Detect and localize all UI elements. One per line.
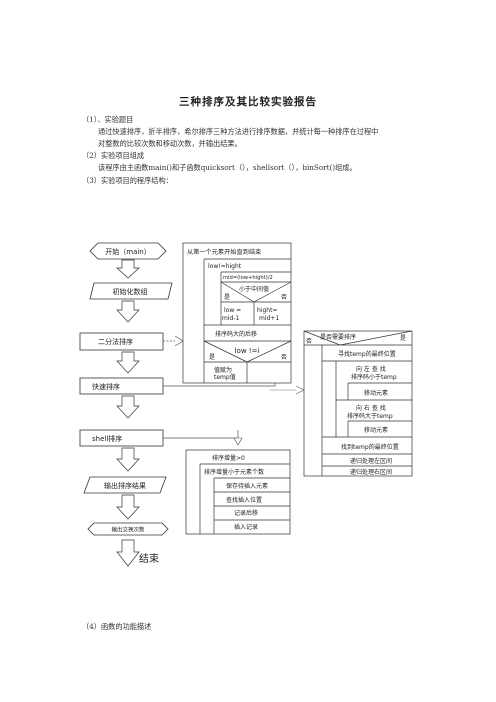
init-label: 初始化数组 <box>113 287 148 296</box>
main-flow: 开始（main） 初始化数组 二分法排序 快速排序 shell排序 <box>79 242 173 567</box>
section-4-heading: （4）函数的功能描述 <box>82 622 152 631</box>
cond-yes: 是 <box>224 294 230 301</box>
while-label: low!=hight <box>208 263 242 270</box>
section-1-heading: （1）、实验题目 <box>82 115 134 124</box>
quick-cond-yes: 是 <box>400 335 406 342</box>
assign-a: 值赋为 <box>214 366 232 374</box>
flow-arrow <box>116 395 140 419</box>
flow-arrow <box>116 494 140 520</box>
mid-label: mid=(low+hight)/2 <box>223 275 273 281</box>
shell-step-3: 记录后移 <box>234 509 258 517</box>
cond-label: 小于中间值 <box>239 285 269 293</box>
section-3-heading: （3）实验项目的程序结构： <box>82 176 173 185</box>
binsort-loop-label: 从第一个元素开始直到结束 <box>187 248 261 256</box>
section-1-body-line-2: 对整数的比较次数和移动次数，并输出结果。 <box>98 139 242 148</box>
shell-step-1: 保存待插入元素 <box>226 482 268 490</box>
flow-arrow <box>116 259 140 279</box>
output-result-label: 输出排序结果 <box>104 481 146 490</box>
binsort-nsd: 从第一个元素开始直到结束 low!=hight mid=(low+hight)/… <box>182 242 292 384</box>
shell-step-4: 插入记录 <box>234 523 258 531</box>
quick-find-label: 寻找temp的最终位置 <box>338 350 396 358</box>
section-2-heading: （2）实验项目组成 <box>82 151 145 160</box>
quicksort-connector-arrow <box>295 385 305 395</box>
quicksort-nsd: 是否需要排序 否 是 寻找temp的最终位置 向 左 查 找 排序码小于temp… <box>303 330 413 477</box>
start-label: 开始（main） <box>105 247 151 256</box>
low-assign-a: low = <box>224 307 241 314</box>
low-assign-b: mid-1 <box>222 315 239 322</box>
quick-move-1: 移动元素 <box>364 389 388 397</box>
cond2-label: low !=i <box>235 347 260 355</box>
quick-move-2: 移动元素 <box>364 426 388 434</box>
quick-found-label: 找到temp的最终位置 <box>341 443 399 451</box>
high-assign-a: hight= <box>257 307 277 314</box>
shift-label: 排序码大的后移 <box>215 330 257 338</box>
high-assign-b: mid+1 <box>259 315 279 322</box>
start-node: 开始（main） <box>89 242 167 260</box>
shell-loop-label: 排序增量>0 <box>212 454 245 462</box>
output-count-label: 输出交换次数 <box>111 526 145 534</box>
cond2-yes: 是 <box>209 354 215 361</box>
shellsort-label: shell排序 <box>92 434 122 443</box>
shellsort-node: shell排序 <box>79 429 164 447</box>
document-title: 三种排序及其比较实验报告 <box>179 96 317 108</box>
binsort-connector-arrow <box>174 335 184 347</box>
flow-arrow <box>116 300 140 323</box>
quick-left-b: 排序码小于temp <box>351 373 397 381</box>
flow-arrow <box>116 539 140 567</box>
section-1-body-line-1: 通过快速排序，折半排序，希尔排序三种方法进行排序数据，并统计每一种排序在过程中 <box>98 127 379 136</box>
cond-no: 否 <box>281 294 287 301</box>
quick-right-b: 排序码大于temp <box>347 412 393 420</box>
end-label: 结束 <box>139 552 159 565</box>
quicksort-label: 快速排序 <box>92 382 120 391</box>
cond2-no: 否 <box>281 354 287 361</box>
shell-inner-label: 排序增量小于元素个数 <box>204 468 264 476</box>
shellsort-connector-arrow <box>233 437 243 446</box>
section-2-body: 该程序由主函数main()和子函数quicksort（），shellsort（）… <box>98 163 357 172</box>
binsort-node: 二分法排序 <box>79 332 164 351</box>
shellsort-nsd: 排序增量>0 排序增量小于元素个数 保存待插入元素 查找插入位置 记录后移 插入… <box>185 449 291 535</box>
quicksort-node: 快速排序 <box>79 377 164 395</box>
quick-left-a: 向 左 查 找 <box>356 365 386 373</box>
output-result-node: 输出排序结果 <box>83 476 167 494</box>
output-count-node: 输出交换次数 <box>87 522 169 536</box>
shell-step-2: 查找插入位置 <box>226 496 262 504</box>
init-node: 初始化数组 <box>89 282 173 300</box>
flow-arrow <box>116 447 140 472</box>
quick-cond-no: 否 <box>306 338 312 345</box>
assign-b: temp值 <box>214 373 236 381</box>
quick-left-rec: 递归处理左区间 <box>350 457 392 465</box>
quick-right-a: 向 右 查 找 <box>356 404 386 412</box>
binsort-label: 二分法排序 <box>98 337 133 346</box>
flow-arrow <box>116 351 140 374</box>
quick-cond-label: 是否需要排序 <box>320 333 356 341</box>
quick-right-rec: 递归处理右区间 <box>350 468 392 476</box>
